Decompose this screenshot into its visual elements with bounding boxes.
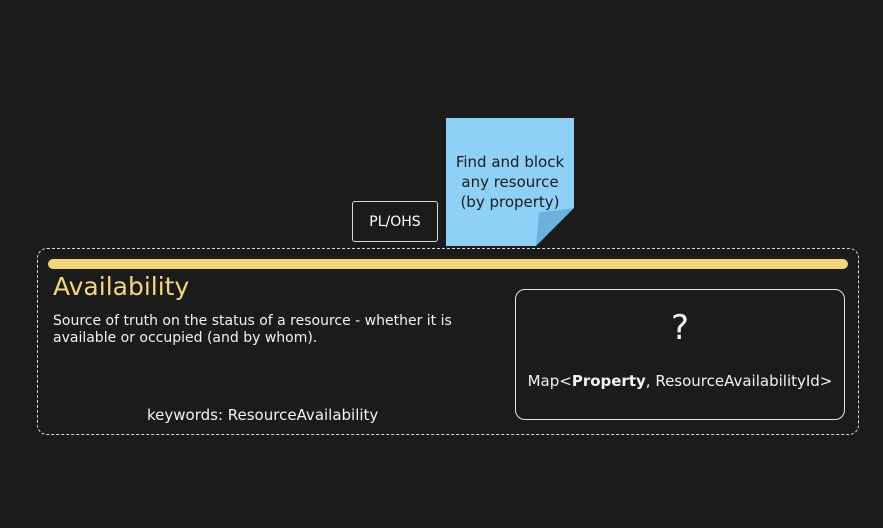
bounded-context[interactable]: Availability Source of truth on the stat… (37, 248, 859, 435)
sticky-note-fold (536, 208, 574, 246)
context-accent-bar (48, 259, 848, 269)
model-type-signature: Map<Property, ResourceAvailabilityId> (516, 372, 844, 390)
context-keywords: keywords: ResourceAvailability (147, 406, 379, 424)
relationship-label-box[interactable]: PL/OHS (352, 201, 438, 242)
sticky-note-text: Find and block any resource (by property… (455, 153, 565, 211)
context-description: Source of truth on the status of a resou… (53, 313, 452, 346)
sticky-note[interactable]: Find and block any resource (by property… (446, 118, 574, 246)
relationship-label: PL/OHS (369, 213, 421, 230)
context-title: Availability (53, 272, 190, 301)
model-type-suffix: , ResourceAvailabilityId> (645, 372, 833, 390)
question-mark: ? (670, 308, 690, 348)
model-type-prefix: Map< (527, 372, 572, 390)
model-box[interactable]: ? Map<Property, ResourceAvailabilityId> (515, 289, 845, 420)
model-type-key: Property (571, 372, 646, 390)
